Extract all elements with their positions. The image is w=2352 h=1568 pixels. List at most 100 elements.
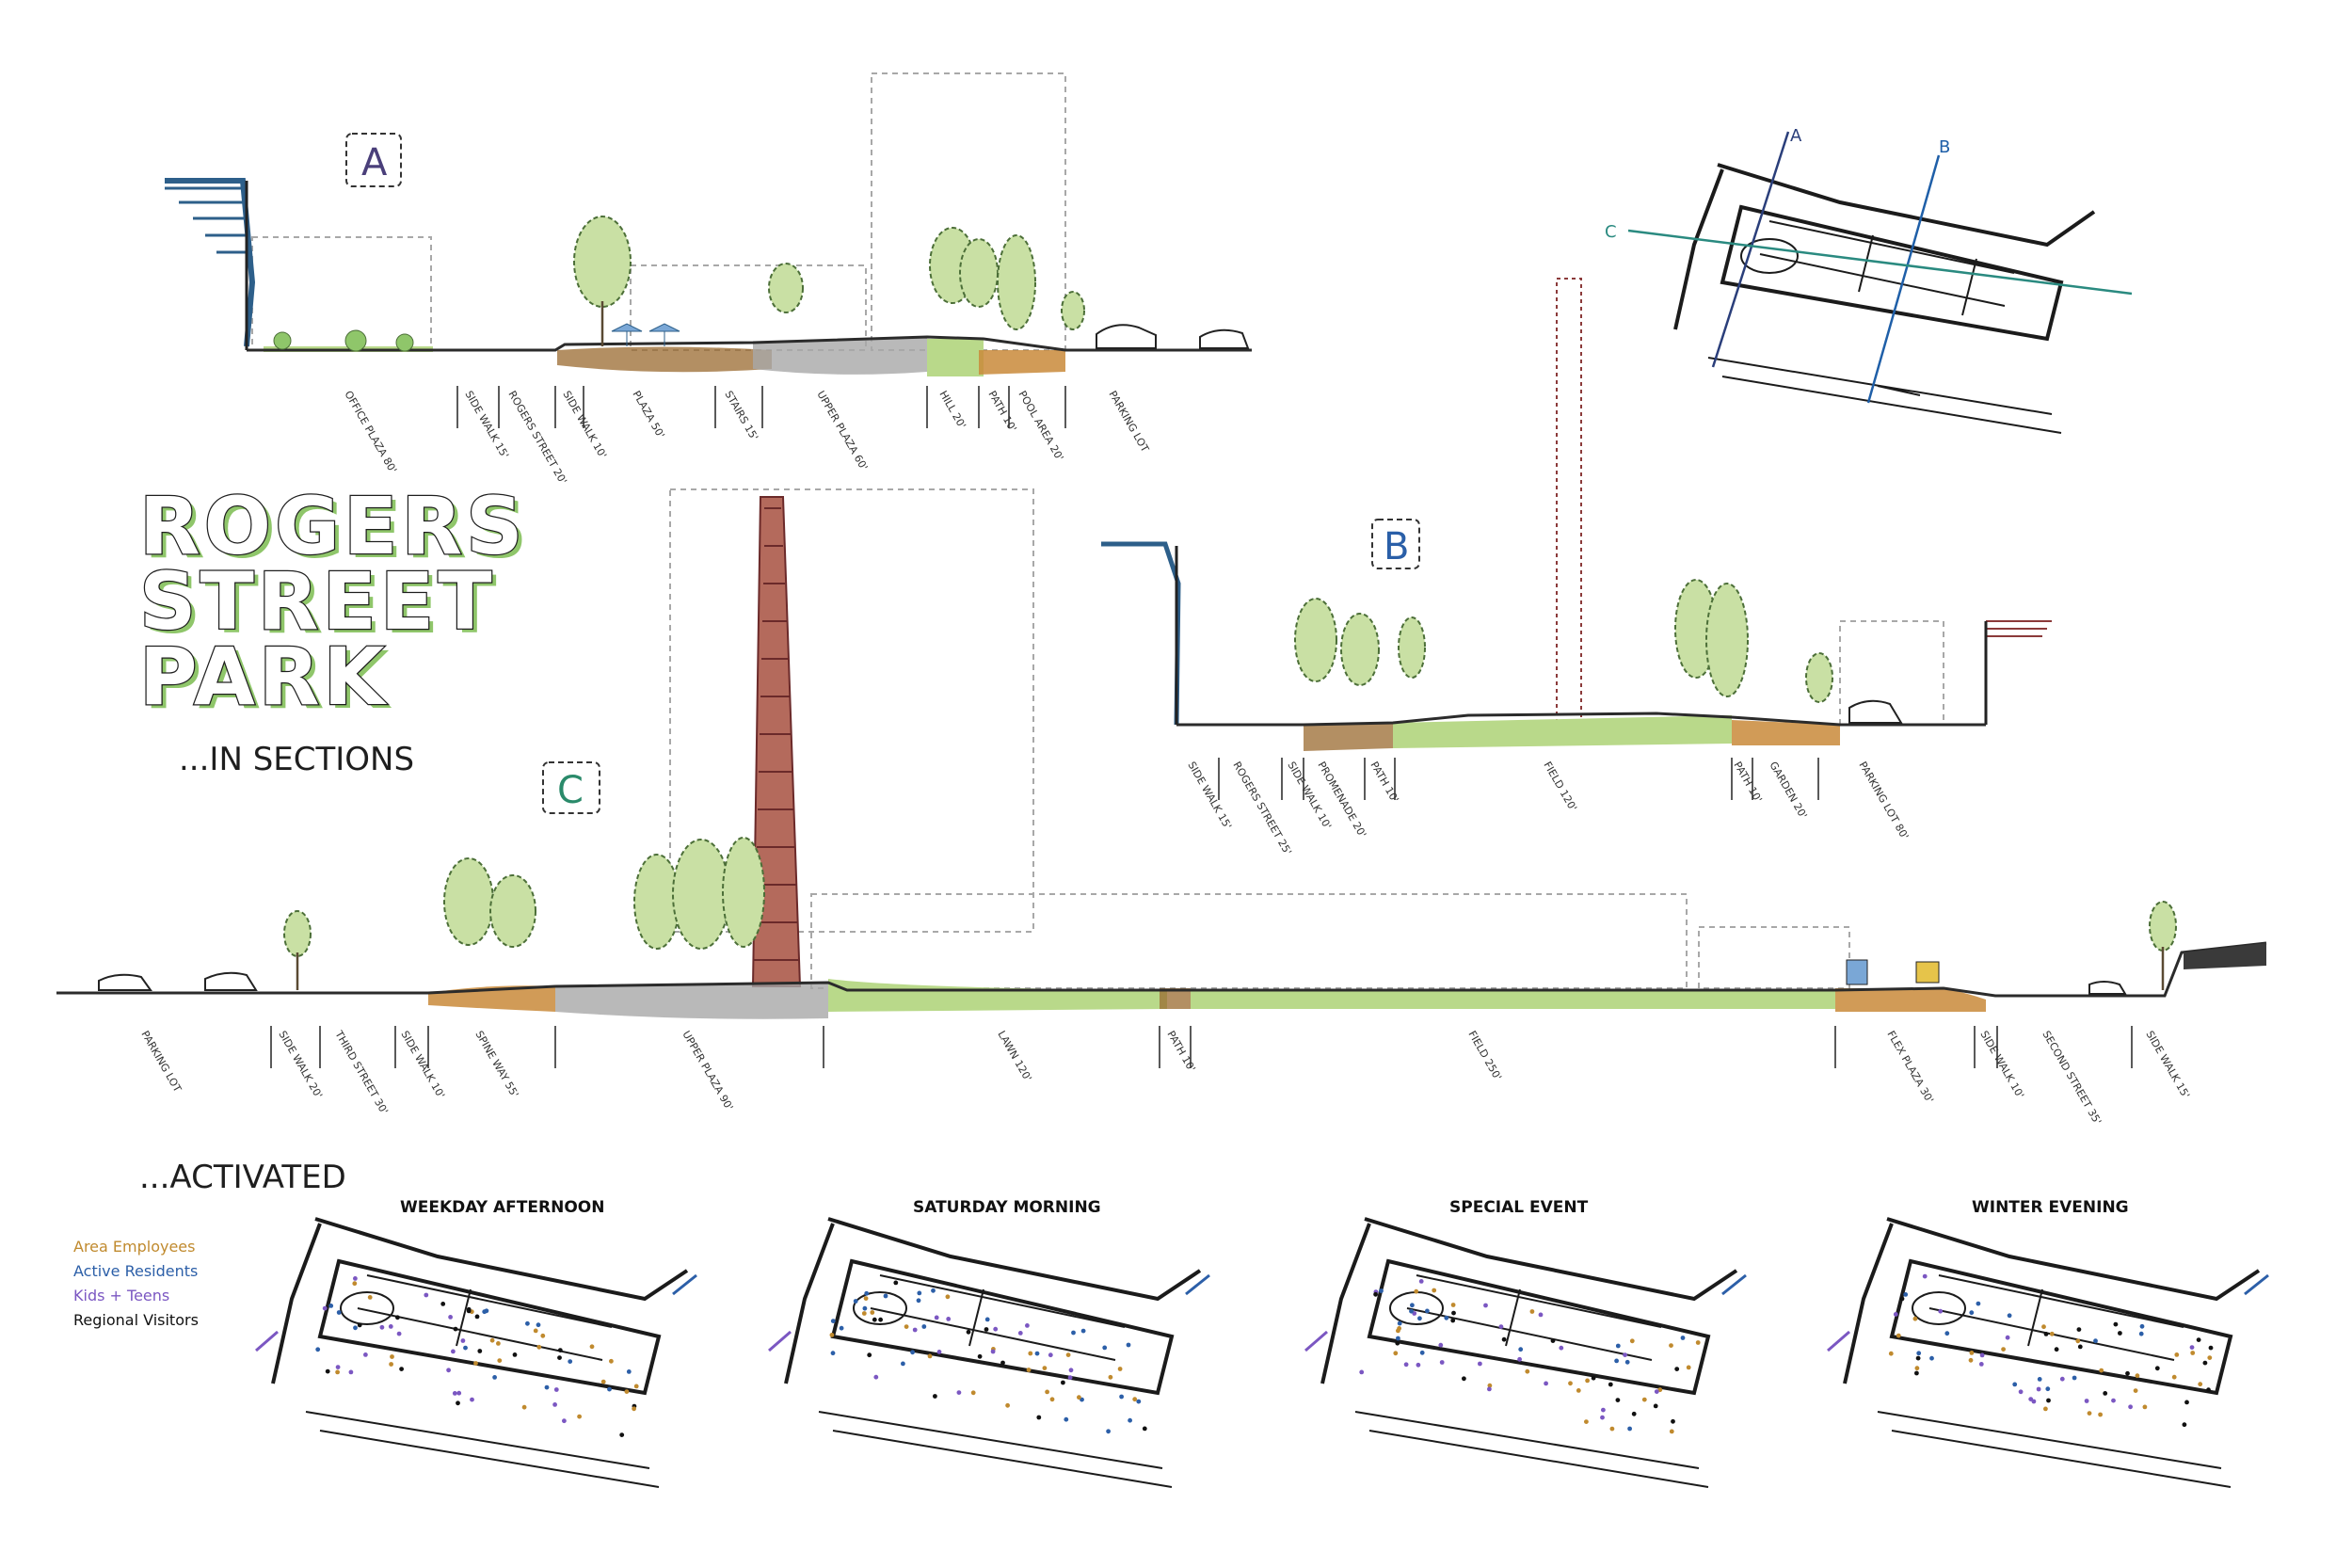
- user-dot: [1068, 1368, 1074, 1373]
- user-dot: [1080, 1328, 1086, 1334]
- scenario-park-outline: [1889, 1258, 2233, 1396]
- user-dot: [1669, 1343, 1673, 1348]
- user-dot: [1462, 1376, 1466, 1382]
- tree: [489, 874, 536, 948]
- user-dot: [2202, 1360, 2208, 1366]
- user-dot: [970, 1390, 976, 1396]
- user-dot: [1915, 1355, 1921, 1361]
- user-dot: [1914, 1366, 1920, 1371]
- user-dot: [2007, 1313, 2012, 1319]
- user-dot: [1609, 1426, 1615, 1432]
- user-dot: [1614, 1358, 1619, 1364]
- user-dot: [1450, 1303, 1456, 1307]
- zone-label: PATH 10': [1368, 760, 1400, 805]
- user-dot: [867, 1352, 872, 1358]
- user-dot: [1501, 1336, 1507, 1342]
- user-dot: [893, 1280, 899, 1286]
- user-dot: [589, 1344, 595, 1350]
- user-dot: [1106, 1429, 1111, 1434]
- user-dot: [990, 1349, 996, 1354]
- user-dot: [2098, 1412, 2104, 1417]
- umbrella: [648, 323, 680, 346]
- tree: [2149, 901, 2177, 952]
- user-dot: [1142, 1426, 1147, 1432]
- user-dot: [460, 1338, 466, 1343]
- user-dot: [1483, 1303, 1488, 1308]
- user-dot: [1438, 1342, 1444, 1348]
- user-dot: [917, 1290, 922, 1296]
- user-dot: [1065, 1352, 1071, 1357]
- user-dot: [1631, 1411, 1637, 1416]
- section-b: B SIDE WALK 15' ROGERS STREET 25' SIDE W…: [1101, 278, 2052, 857]
- zone-label: SIDE WALK 10': [560, 389, 609, 460]
- user-dot: [2206, 1387, 2211, 1393]
- user-dot: [568, 1359, 573, 1364]
- user-dot: [1425, 1308, 1430, 1314]
- user-dot: [1615, 1398, 1621, 1402]
- zone-label: SECOND STREET 35': [2040, 1029, 2104, 1127]
- tree: [997, 234, 1036, 330]
- user-dot: [521, 1404, 527, 1410]
- section-a-label: A: [361, 141, 388, 184]
- garden-wash: [1732, 720, 1840, 745]
- user-dot: [540, 1333, 546, 1338]
- user-dot: [1410, 1303, 1415, 1308]
- cut-line-b: [1866, 154, 1941, 404]
- zone-label: UPPER PLAZA 60': [814, 389, 870, 472]
- user-dot: [1914, 1370, 1919, 1376]
- user-dot: [872, 1317, 877, 1322]
- ghost-building: [630, 264, 867, 351]
- title-line-2-shadow: STREET: [144, 559, 501, 651]
- user-dot: [322, 1305, 328, 1311]
- user-dot: [2184, 1400, 2189, 1405]
- user-dot: [931, 1288, 936, 1293]
- user-dot: [1478, 1361, 1482, 1367]
- user-dot: [1969, 1351, 1975, 1355]
- zone-label: PATH 10': [985, 389, 1018, 434]
- user-dot: [497, 1358, 503, 1363]
- scenario-park-outline: [317, 1258, 662, 1396]
- car: [1199, 328, 1250, 349]
- scenario-blocks: [818, 1411, 1173, 1488]
- zone-label: LAWN 120': [995, 1029, 1033, 1083]
- user-dot: [553, 1387, 559, 1392]
- user-dot: [1591, 1375, 1596, 1381]
- zone-label: FIELD 250': [1465, 1029, 1504, 1082]
- user-dot: [1451, 1310, 1456, 1316]
- section-c-label-box: [542, 761, 600, 814]
- key-plan-blocks: [1707, 357, 2062, 434]
- user-dot: [562, 1418, 567, 1424]
- scenario-street: [1320, 1217, 1738, 1384]
- user-dot: [839, 1325, 844, 1331]
- zone-dividers: [1218, 758, 1819, 800]
- user-dot: [1126, 1342, 1131, 1348]
- section-b-label: B: [1384, 525, 1409, 568]
- title-block: ROGERS ROGERS STREET STREET PARK PARK ..…: [138, 479, 532, 778]
- user-dot: [1045, 1389, 1049, 1395]
- user-dot: [2128, 1404, 2134, 1410]
- legend-item-area-employees: Area Employees: [73, 1238, 195, 1256]
- user-dot: [452, 1391, 457, 1396]
- scenario-title: SATURDAY MORNING: [913, 1198, 1101, 1217]
- user-dot: [1657, 1387, 1663, 1393]
- tree: [573, 216, 632, 308]
- user-dot: [352, 1281, 358, 1287]
- title-line-3: PARK: [139, 631, 389, 723]
- user-dot: [1373, 1291, 1378, 1297]
- section-c-label: C: [557, 769, 584, 812]
- subtitle: ...IN SECTIONS: [179, 741, 414, 778]
- user-dot: [883, 1293, 888, 1299]
- user-dot: [1049, 1397, 1055, 1402]
- field-wash: [1393, 715, 1732, 748]
- user-dot: [2118, 1331, 2122, 1336]
- pool-wash: [979, 350, 1065, 375]
- user-dot: [2111, 1398, 2116, 1403]
- user-dot: [470, 1397, 474, 1402]
- user-dot: [1544, 1381, 1548, 1386]
- user-dot: [2049, 1331, 2055, 1336]
- user-dot: [2084, 1399, 2089, 1403]
- title-line-1-shadow: ROGERS: [144, 484, 532, 576]
- zone-label: SIDE WALK 15': [462, 389, 511, 460]
- user-dot: [2036, 1386, 2041, 1392]
- user-dot: [1944, 1331, 1950, 1336]
